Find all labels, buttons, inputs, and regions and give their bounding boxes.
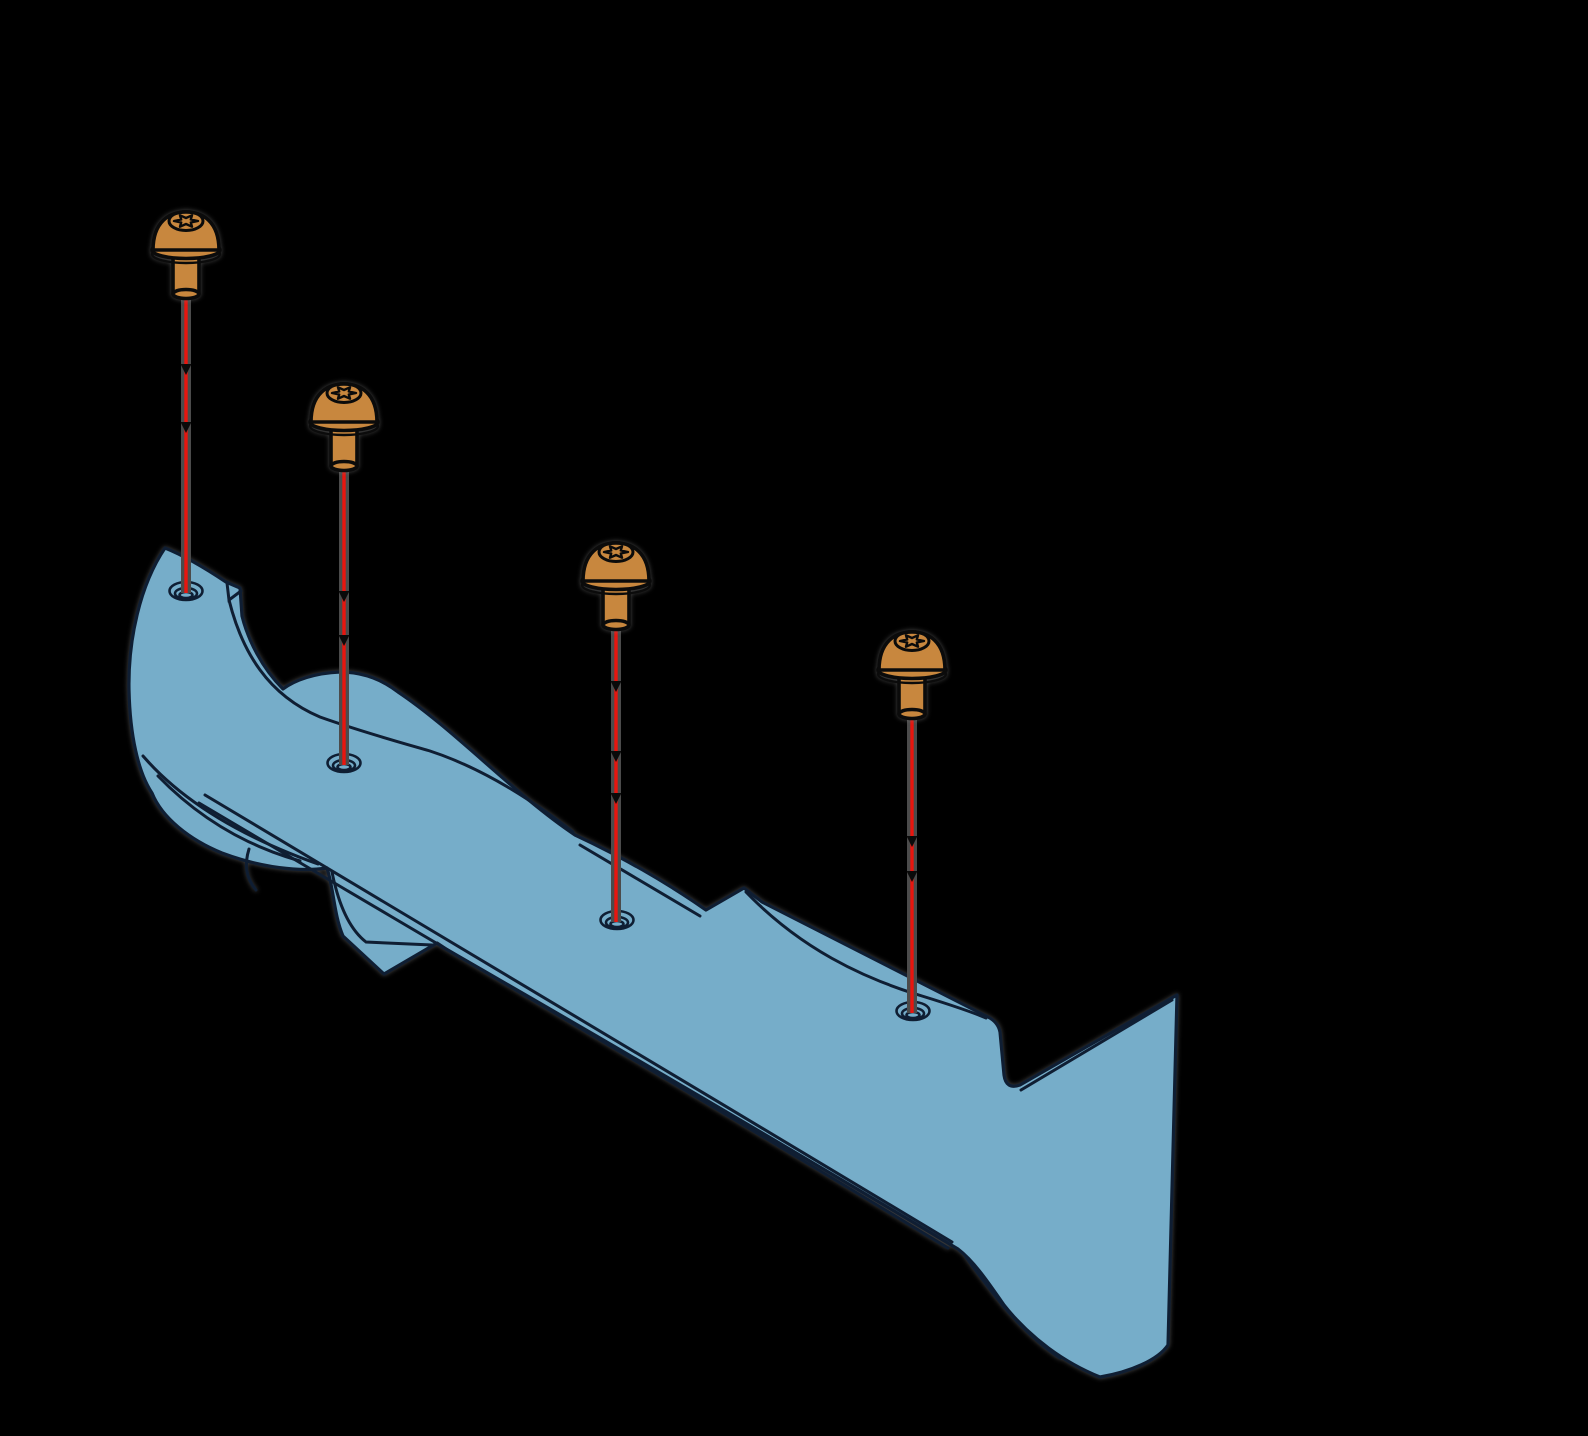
insertion-guide-lines xyxy=(180,292,918,1013)
guide-1-mark-2 xyxy=(180,422,192,433)
guide-2 xyxy=(338,464,350,765)
guide-3-mark-3 xyxy=(610,793,622,804)
guide-2-mark-1 xyxy=(338,591,350,602)
bracket-silhouette xyxy=(127,546,1179,1379)
guide-2-mark-2 xyxy=(338,635,350,646)
screw-3 xyxy=(580,540,652,632)
guide-4-mark-2 xyxy=(906,871,918,882)
guide-4-mark-1 xyxy=(906,836,918,847)
guide-3 xyxy=(610,623,622,922)
guide-1-mark-1 xyxy=(180,364,192,375)
guide-3-mark-2 xyxy=(610,751,622,762)
bracket-part xyxy=(127,546,1179,1379)
guide-4 xyxy=(906,712,918,1013)
screw-4 xyxy=(876,629,948,721)
guide-1 xyxy=(180,292,192,593)
screws xyxy=(150,209,948,721)
screw-2 xyxy=(308,381,380,473)
guide-3-mark-1 xyxy=(610,681,622,692)
screw-1 xyxy=(150,209,222,301)
bracket-detail-lines xyxy=(141,581,1174,1360)
